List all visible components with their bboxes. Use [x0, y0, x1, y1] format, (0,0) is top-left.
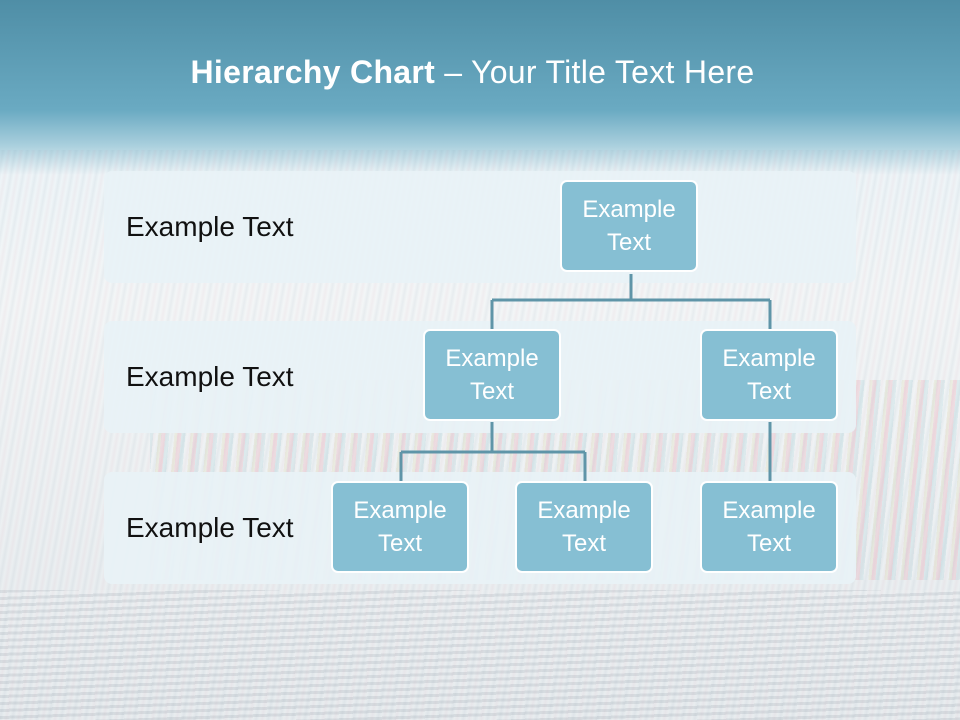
node-text-line1: Example [722, 345, 816, 372]
node-text-line2: Text [606, 229, 651, 256]
level-label-2: Example Text [126, 361, 294, 392]
connector-mid-left [399, 422, 587, 482]
node-text-line2: Text [377, 530, 422, 557]
connector-root [490, 274, 772, 330]
node-text-line2: Text [746, 378, 791, 405]
slide-title-rest: – Your Title Text Here [435, 54, 755, 90]
level-label-1: Example Text [126, 211, 294, 242]
node-text-line1: Example [353, 497, 447, 524]
node-text-line2: Text [469, 378, 514, 405]
background-photo-texture-bottom [0, 590, 960, 720]
node-text-line1: Example [445, 345, 539, 372]
node-text-line1: Example [537, 497, 631, 524]
node-text-line1: Example [722, 497, 816, 524]
node-text-line2: Text [746, 530, 791, 557]
level-band-1: Example Text [104, 171, 856, 283]
level-label-3: Example Text [126, 512, 294, 543]
slide-title-bold: Hierarchy Chart [190, 54, 436, 90]
node-text-line2: Text [561, 530, 606, 557]
node-text-line1: Example [582, 196, 676, 223]
slide-title: Hierarchy Chart – Your Title Text Here [0, 54, 945, 91]
